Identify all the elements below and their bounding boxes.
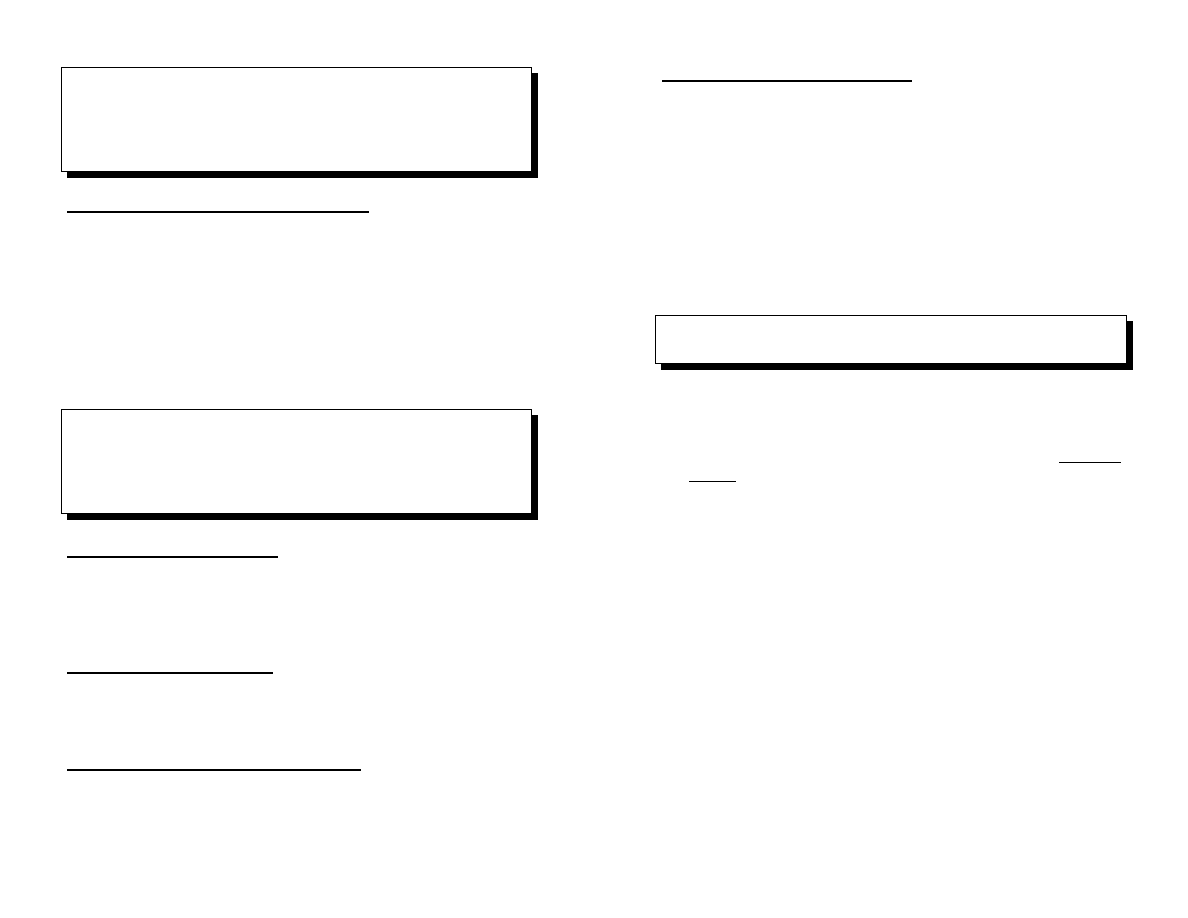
right-rule-short-a [1059, 462, 1121, 463]
left-rule-4 [67, 769, 361, 771]
left-rule-2 [67, 556, 278, 558]
left-rule-1 [67, 211, 369, 213]
left-rule-3 [67, 672, 273, 674]
left-middle-box [61, 409, 532, 514]
right-box [655, 315, 1127, 364]
right-rule-top [662, 80, 912, 82]
right-rule-short-b [689, 481, 736, 482]
left-top-box [61, 67, 532, 172]
